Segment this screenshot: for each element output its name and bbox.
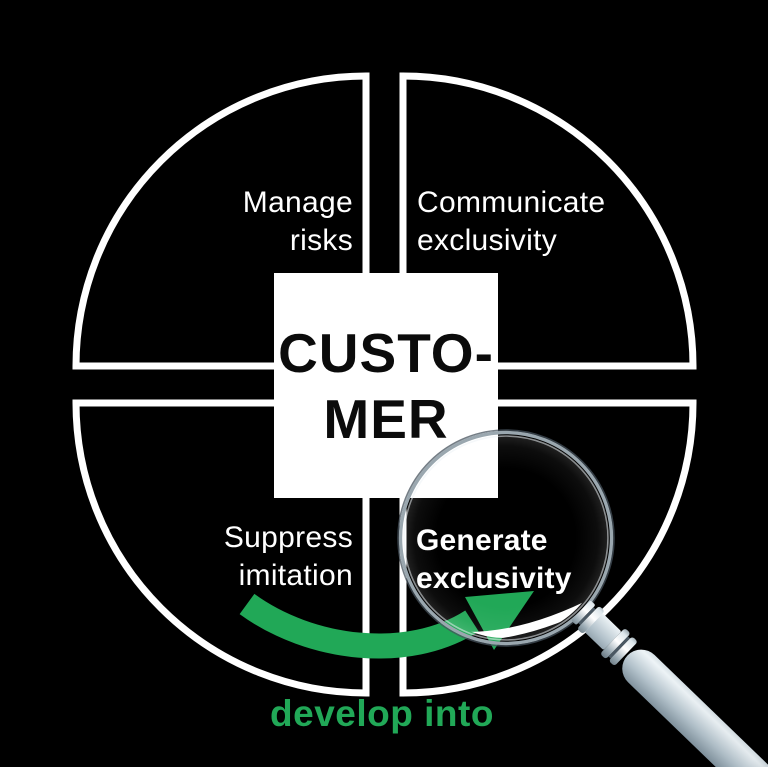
center-customer-label: CUSTO- MER [278, 321, 494, 450]
develop-into-caption: develop into [270, 693, 494, 734]
quadrant-outline-bottom-left [72, 399, 370, 697]
quadrant-outline-top-right [399, 72, 697, 370]
lens-glass [404, 436, 608, 640]
quadrant-outline-top-left [72, 72, 370, 370]
magnifier-handle [571, 601, 768, 767]
quadrant-label-suppress-imitation: Suppress imitation [223, 521, 353, 592]
develop-arrow-shaft [239, 593, 479, 659]
lens-rim [397, 429, 615, 647]
quadrant-label-communicate-exclusivity: Communicate exclusivity [417, 186, 606, 257]
quadrant-label-manage-risks: Manage risks [242, 186, 353, 257]
